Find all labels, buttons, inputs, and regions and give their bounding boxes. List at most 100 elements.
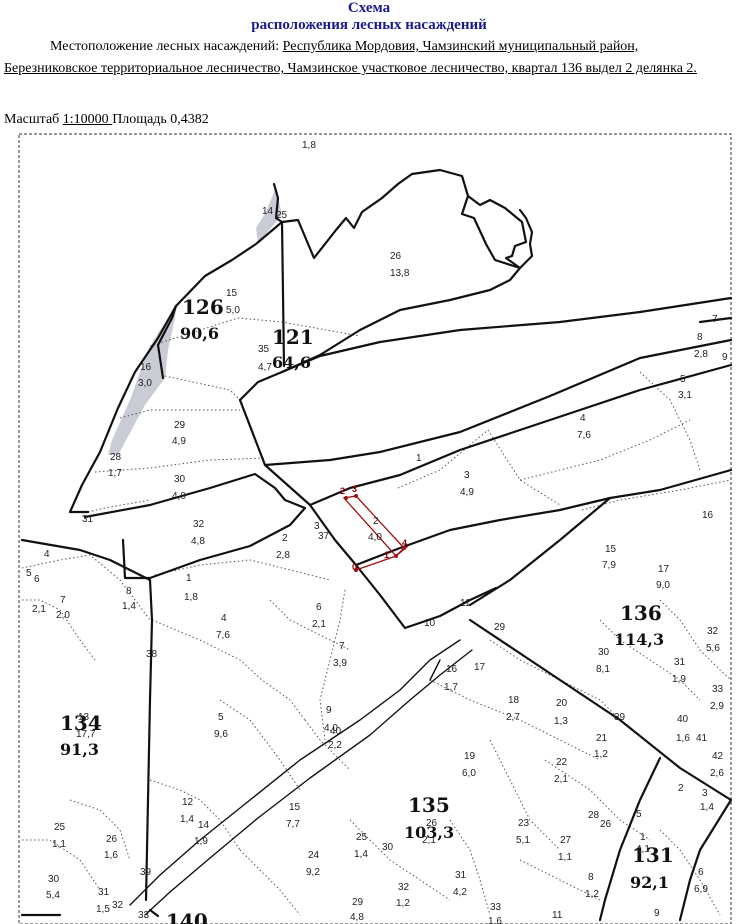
stand-label: 3 <box>314 521 320 532</box>
stand-label: 1,7 <box>108 468 122 479</box>
stand-label: 1,1 <box>52 839 66 850</box>
stand-label: 33 <box>138 910 150 921</box>
quarter-number: 136 <box>620 601 662 625</box>
quarter-boundaries <box>20 168 733 922</box>
stand-label: 5 <box>680 374 686 385</box>
stand-label: 32 <box>193 519 205 530</box>
stand-label: 37 <box>318 531 330 542</box>
stand-label: 4,0 <box>368 532 382 543</box>
stand-label: 31 <box>455 870 467 881</box>
stand-label: 1,8 <box>302 140 316 151</box>
scheme-subtitle: расположения лесных насаждений <box>251 17 487 33</box>
stand-label: 23 <box>518 818 530 829</box>
stand-label: 5,4 <box>46 890 60 901</box>
stand-label: 15 <box>605 544 617 555</box>
stand-label: 3 <box>702 788 708 799</box>
stand-label: 4,8 <box>191 536 205 547</box>
stand-label: 1,6 <box>104 850 118 861</box>
stand-label: 25 <box>54 822 66 833</box>
stand-label: 14 <box>262 206 274 217</box>
stand-label: 1 <box>416 453 422 464</box>
stand-label: 39 <box>614 712 626 723</box>
stand-label: 1,3 <box>554 716 568 727</box>
stand-label: 2,6 <box>710 768 724 779</box>
stand-label: 2 <box>373 516 379 527</box>
stand-label: 40 <box>330 726 342 737</box>
plot-point-4: 4 <box>402 538 407 548</box>
stand-label: 5 <box>26 568 32 579</box>
stand-label: 6,9 <box>694 884 708 895</box>
stand-label: 21 <box>596 733 608 744</box>
stand-label: 31 <box>82 514 94 525</box>
stand-label: 31 <box>98 887 110 898</box>
stand-label: 15 <box>289 802 301 813</box>
stand-label: 4,9 <box>172 436 186 447</box>
stand-label: 2,7 <box>506 712 520 723</box>
stand-label: 1,1 <box>558 852 572 863</box>
stand-label: 6 <box>316 602 322 613</box>
stand-label: 22 <box>556 757 568 768</box>
plot-point-1: 1 <box>384 550 389 560</box>
stand-label: 4,1 <box>636 844 650 855</box>
stand-label: 28 <box>110 452 122 463</box>
stand-label: 8 <box>697 332 703 343</box>
stand-label: 25 <box>356 832 368 843</box>
stand-label: 5,6 <box>706 643 720 654</box>
quarter-number: 134 <box>60 711 102 735</box>
stand-label: 15 <box>226 288 238 299</box>
stand-label: 2,1 <box>422 835 436 846</box>
stand-label: 9 <box>654 908 660 919</box>
stand-label: 1,2 <box>396 898 410 909</box>
plot-points: 0 1 2 3 4 <box>340 484 407 572</box>
plot-point-0: 0 <box>352 562 357 572</box>
stand-label: 30 <box>48 874 60 885</box>
stand-label: 17 <box>474 662 486 673</box>
stand-label: 2,8 <box>694 349 708 360</box>
location-text: Местоположение лесных насаждений: Респуб… <box>4 36 732 80</box>
stand-label: 30 <box>598 647 610 658</box>
stand-label: 1,2 <box>585 889 599 900</box>
stand-label: 4,8 <box>350 912 364 923</box>
stand-label: 3 <box>464 470 470 481</box>
stand-label: 3,0 <box>138 378 152 389</box>
stand-label: 5 <box>636 809 642 820</box>
quarter-area: 114,3 <box>614 630 664 649</box>
stand-label: 2 <box>282 533 288 544</box>
stand-label: 17,7 <box>76 729 96 740</box>
stand-label: 3,1 <box>678 390 692 401</box>
quarter-area: 64,6 <box>272 353 311 372</box>
stand-label: 7,9 <box>602 560 616 571</box>
scale-value: 1:10000 <box>62 112 113 127</box>
map-frame <box>18 133 732 924</box>
stand-label: 8,1 <box>596 664 610 675</box>
stand-label: 9 <box>326 705 332 716</box>
stand-label: 25 <box>276 210 288 221</box>
stand-label: 1,4 <box>180 814 194 825</box>
stand-label: 29 <box>174 420 186 431</box>
stand-label: 9,2 <box>306 867 320 878</box>
stand-label: 10 <box>424 618 436 629</box>
stand-label: 1,7 <box>444 682 458 693</box>
stand-label: 1 <box>186 573 192 584</box>
stand-label: 2,9 <box>710 701 724 712</box>
stand-label: 9,6 <box>214 729 228 740</box>
stand-label: 1,4 <box>122 601 136 612</box>
stand-label: 2 <box>678 783 684 794</box>
stand-label: 13,8 <box>390 268 410 279</box>
stand-label: 5,0 <box>226 305 240 316</box>
quarter-area: 91,3 <box>60 740 99 759</box>
stand-label: 33 <box>712 684 724 695</box>
stand-label: 11 <box>460 598 471 609</box>
stand-label: 2,1 <box>32 604 46 615</box>
stand-label: 8 <box>126 586 132 597</box>
plot-point-2: 2 <box>340 486 345 496</box>
stand-label: 24 <box>308 850 320 861</box>
forest-map: 0 1 2 3 4 126 90,6 121 64,6 136 114,3 13… <box>18 133 733 924</box>
stand-label: 32 <box>707 626 719 637</box>
stand-label: 1,9 <box>672 674 686 685</box>
stand-label: 8 <box>588 872 594 883</box>
stand-label: 40 <box>677 714 689 725</box>
scale-label: Масштаб <box>4 112 63 127</box>
stand-label: 1,5 <box>96 904 110 915</box>
